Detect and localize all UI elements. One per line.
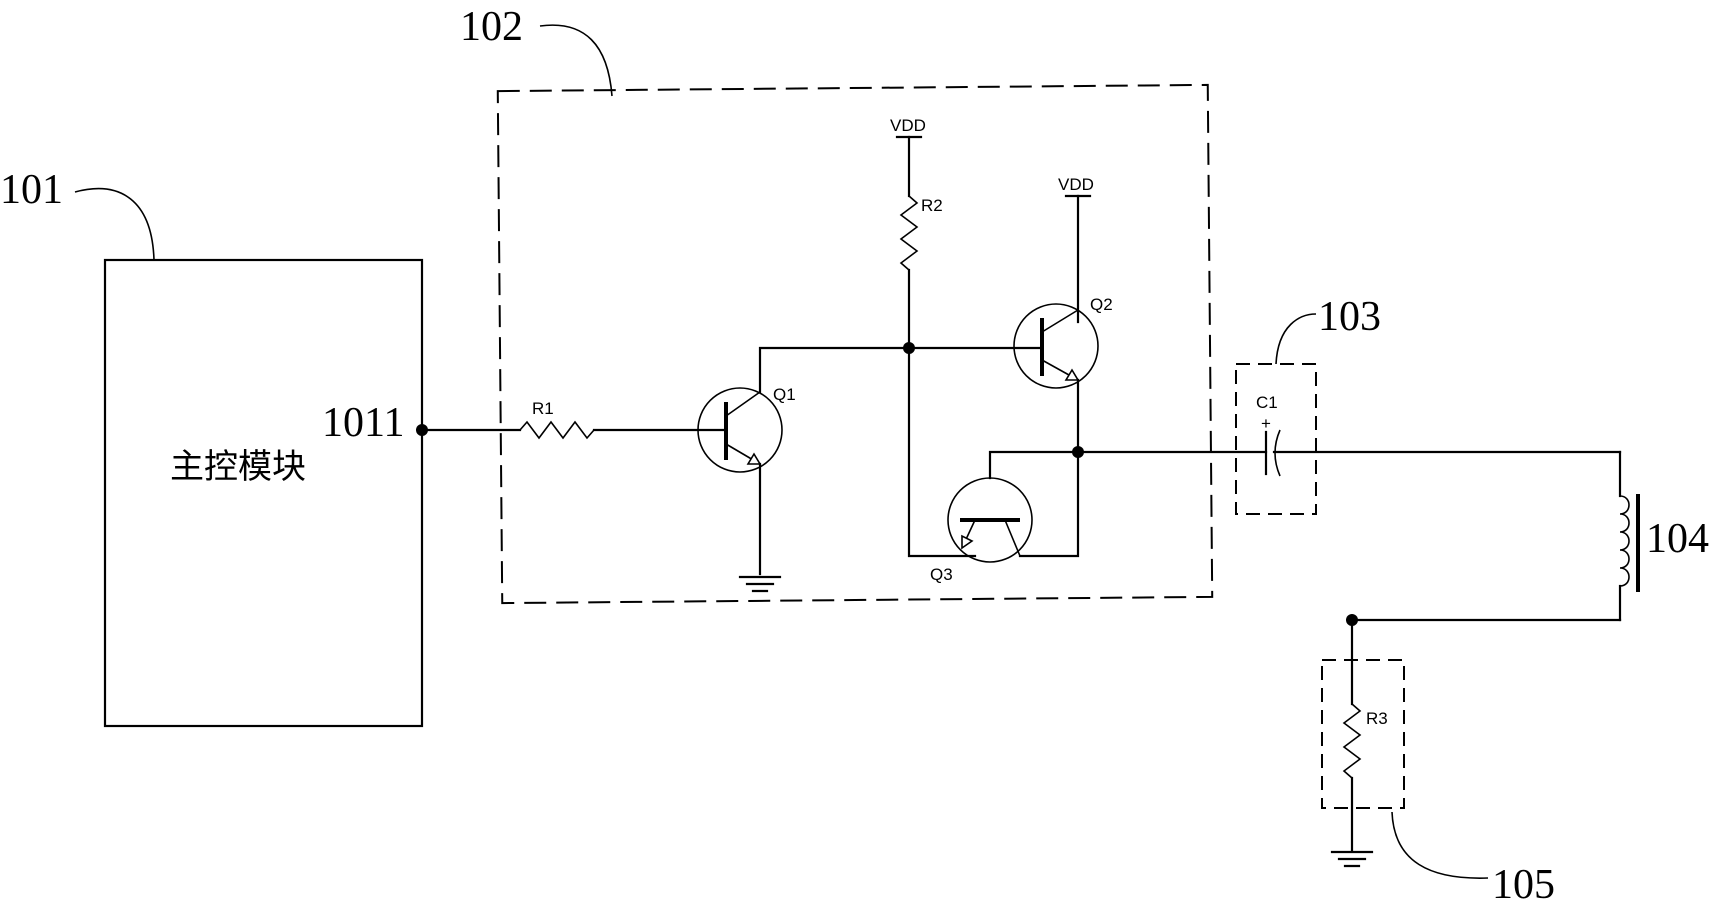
- r1-label: R1: [532, 399, 554, 418]
- wire-q3-collector: [988, 450, 1080, 480]
- q3-emitter-arrow: [961, 534, 974, 550]
- ref-104: 104: [1646, 516, 1709, 562]
- ref-102: 102: [460, 4, 523, 50]
- capacitor-module-boundary: [1235, 363, 1317, 515]
- wire-q3-emitter: [1018, 450, 1080, 558]
- vdd-2-label: VDD: [1058, 175, 1094, 194]
- resistor-r2: [899, 195, 919, 271]
- c1-polarity: +: [1261, 414, 1271, 433]
- q1-label: Q1: [773, 385, 796, 404]
- resistor-r1: [519, 420, 595, 440]
- q3-label: Q3: [930, 565, 953, 584]
- ref-103: 103: [1318, 294, 1381, 340]
- leader-101: [74, 187, 155, 261]
- leader-105: [1391, 811, 1489, 879]
- r2-label: R2: [921, 196, 943, 215]
- q1-collector: [725, 391, 761, 417]
- main-control-module-label: 主控模块: [170, 447, 306, 487]
- q2-label: Q2: [1090, 295, 1113, 314]
- drive-circuit-boundary: [496, 83, 1214, 605]
- q2-collector: [1041, 309, 1079, 333]
- r3-label: R3: [1366, 709, 1388, 728]
- ref-105: 105: [1492, 862, 1555, 904]
- wire-node-q3: [907, 346, 977, 558]
- wire-q1-collector: [758, 346, 910, 394]
- vdd-1-label: VDD: [890, 116, 926, 135]
- ref-1011: 1011: [322, 400, 404, 446]
- ref-101: 101: [0, 167, 63, 213]
- leader-102: [539, 24, 613, 97]
- q1-emitter-arrow: [746, 452, 762, 465]
- sampling-resistor-boundary: [1321, 659, 1405, 809]
- main-control-module-box: [103, 258, 424, 728]
- q3-right-leg: [1004, 519, 1021, 557]
- resistor-r3: [1342, 703, 1362, 779]
- q2-emitter-arrow: [1064, 368, 1080, 381]
- inductor-coil: [1619, 495, 1630, 587]
- transistor-q1: [697, 387, 783, 473]
- leader-103: [1275, 313, 1317, 365]
- transistor-q2: [1013, 303, 1099, 389]
- c1-label: C1: [1256, 393, 1278, 412]
